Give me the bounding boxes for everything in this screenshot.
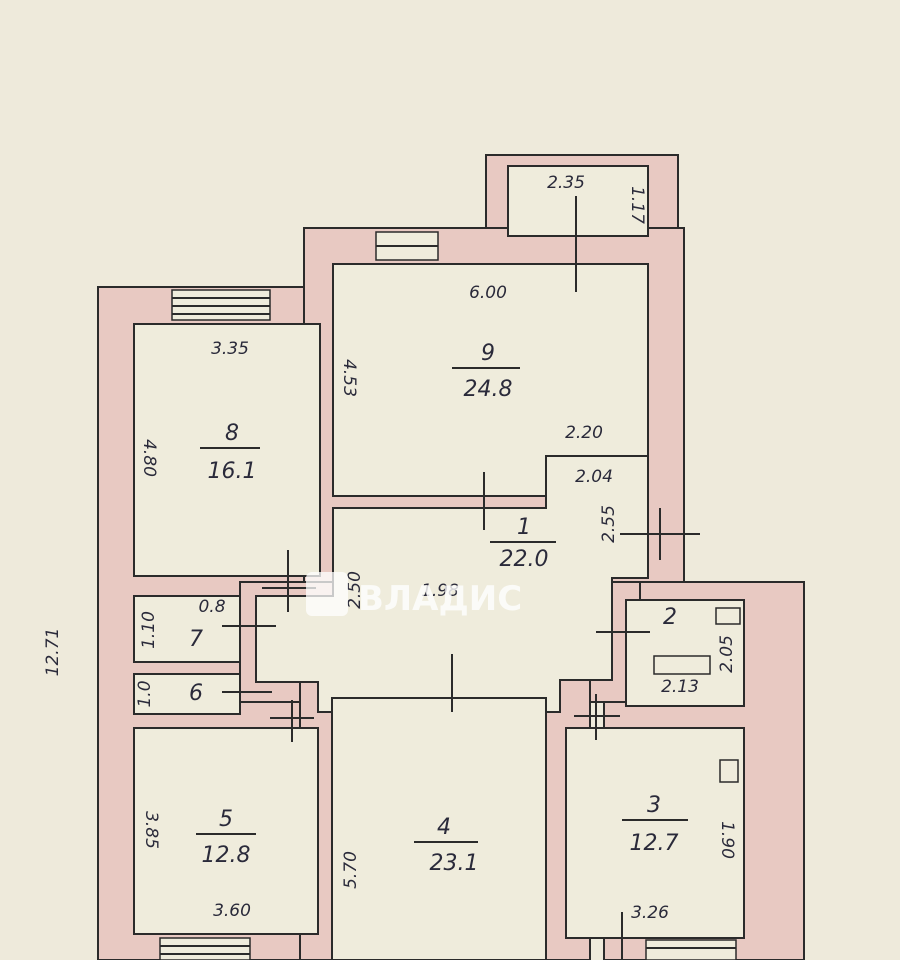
room-3-area: 12.7	[630, 831, 679, 856]
dim-room-5-height: 3.85	[141, 811, 161, 849]
room-8-area: 16.1	[208, 459, 257, 484]
balcony	[507, 165, 649, 237]
dim-room-9-height: 4.53	[339, 359, 359, 397]
dim-overall: 12.71	[43, 628, 63, 677]
dim-room-5-width: 3.60	[213, 901, 251, 921]
room-4	[331, 697, 547, 960]
door-marks	[222, 196, 741, 960]
room-7-number: 7	[189, 627, 203, 652]
watermark: ВЛАДИС	[306, 572, 522, 619]
room-7	[133, 595, 241, 663]
dim-room-8-width: 3.35	[211, 339, 249, 359]
room-2-number: 2	[663, 605, 677, 630]
dim-room-2-b: 2.13	[661, 677, 699, 697]
room-1	[255, 455, 649, 713]
room-8	[133, 323, 321, 577]
room-4-number: 4	[437, 815, 451, 840]
dim-room-3-width: 3.26	[631, 903, 669, 923]
dim-room-8-height: 4.80	[139, 439, 159, 477]
room-labels: 9 24.8 8 16.1 1 22.0 7 6 2 5 12.8 4 23.1…	[189, 341, 688, 876]
room-5-number: 5	[219, 807, 233, 832]
dim-room-6-a: 1.0	[135, 680, 155, 707]
dim-room-1-d: 2.50	[345, 571, 365, 609]
watermark-text: ВЛАДИС	[358, 579, 522, 619]
room-1-area: 22.0	[500, 547, 549, 572]
dim-room-9-width: 6.00	[469, 283, 507, 303]
dim-room-1-b: 2.04	[575, 467, 613, 487]
room-6-number: 6	[189, 681, 203, 706]
room-3-number: 3	[647, 793, 661, 818]
dim-balcony-width: 2.35	[547, 173, 585, 193]
room-5-area: 12.8	[202, 843, 251, 868]
dim-balcony-height: 1.17	[627, 186, 647, 224]
rooms	[133, 165, 745, 960]
dim-room-1-a: 2.20	[565, 423, 603, 443]
room-4-area: 23.1	[430, 851, 479, 876]
room-9-area: 24.8	[464, 377, 513, 402]
room-3	[565, 727, 745, 939]
room-1-number: 1	[517, 515, 531, 540]
dim-room-3-height: 1.90	[717, 821, 737, 859]
room-5	[133, 727, 319, 935]
dim-room-1-e: 1.98	[421, 581, 459, 601]
windows	[159, 231, 737, 960]
dimension-labels: 2.35 1.17 6.00 4.53 3.35 4.80 2.20 2.04 …	[43, 173, 737, 923]
room-6	[133, 673, 241, 715]
dim-room-7-b: 1.10	[139, 611, 159, 649]
dim-room-2-a: 2.05	[717, 635, 737, 673]
room-8-number: 8	[225, 421, 239, 446]
dim-room-1-c: 2.55	[599, 505, 619, 543]
dim-room-7-a: 0.8	[198, 597, 225, 617]
dim-room-4-height: 5.70	[341, 851, 361, 889]
room-9-number: 9	[481, 341, 495, 366]
